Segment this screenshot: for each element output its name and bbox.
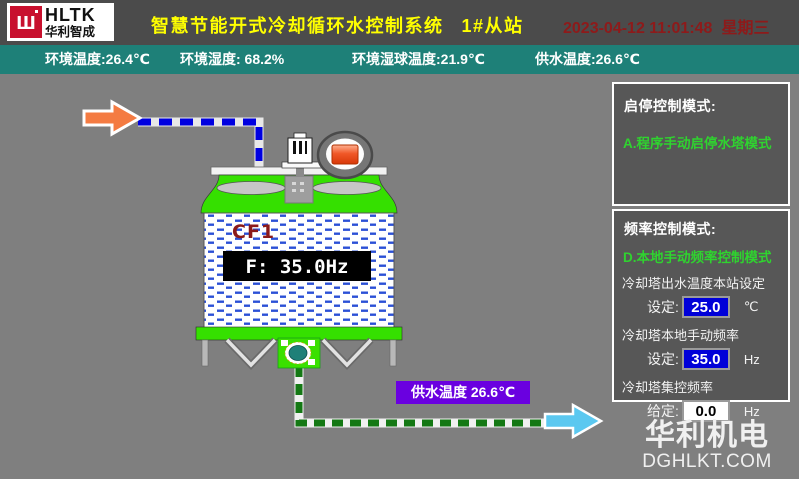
outlet-pipe [294,366,548,428]
inlet-arrow-icon [82,99,144,137]
start-stop-mode: A.程序手动启停水塔模式 [623,136,772,151]
outlet-temp-set-label: 设定: [647,299,679,315]
process-canvas: CF1 F: 35.0Hz [0,74,799,479]
outlet-temp-row: 设定: 25.0 ℃ [614,292,788,318]
central-freq-unit: Hz [743,403,760,419]
central-freq-given-label: 给定: [647,403,679,419]
central-freq-given-field: 0.0 [681,400,730,422]
date-time: 2023-04-12 11:01:48 [563,20,713,37]
logo-text: HLTK 华利智成 [45,6,96,39]
local-freq-setpoint-field[interactable]: 35.0 [681,348,730,370]
frequency-mode-panel: 频率控制模式: D.本地手动频率控制模式 冷却塔出水温度本站设定 设定: 25.… [612,209,790,422]
system-title: 智慧节能开式冷却循环水控制系统 [151,16,444,36]
status-bar: 环境温度:26.4℃ 环境湿度: 68.2% 环境湿球温度:21.9℃ 供水温度… [0,45,799,74]
inlet-pipe [138,117,264,170]
hltk-logo-icon: ш [10,6,42,38]
vendor-name: 华利机电 [645,419,769,452]
weekday: 星期三 [721,20,770,37]
frequency-mode: D.本地手动频率控制模式 [623,250,772,265]
logo-company: 华利智成 [45,24,96,39]
start-stop-mode-panel: 启停控制模式: A.程序手动启停水塔模式 [612,82,790,206]
outlet-temp-setpoint-field[interactable]: 25.0 [681,296,730,318]
frequency-title: 频率控制模式: [624,221,717,237]
local-freq-label: 冷却塔本地手动频率 [622,328,740,343]
outlet-temp-setting-label: 冷却塔出水温度本站设定 [622,276,766,291]
start-stop-title: 启停控制模式: [624,98,717,114]
page-title: 智慧节能开式冷却循环水控制系统 1#从站 [151,12,524,38]
status-supply-water-temperature: 供水温度:26.6℃ [535,51,640,67]
company-logo: ш HLTK 华利智成 [7,3,114,41]
cooling-tower: CF1 F: 35.0Hz [195,132,403,371]
status-wet-bulb-temperature: 环境湿球温度:21.9℃ [352,51,485,67]
vendor-watermark: 华利机电 DGHLKT.COM [632,420,782,471]
local-freq-row: 设定: 35.0 Hz [614,344,788,370]
fan-icon [216,175,382,204]
stop-icon [331,144,359,165]
logo-abbr: HLTK [45,4,96,25]
outlet-temp-unit: ℃ [743,299,759,314]
datetime-display: 2023-04-12 11:01:48 星期三 [563,14,769,38]
pump-icon [277,337,321,369]
local-freq-set-label: 设定: [647,351,679,367]
process-diagram: CF1 F: 35.0Hz [82,99,604,440]
supply-temp-label: 供水温度 26.6℃ [396,381,530,404]
vendor-site: DGHLKT.COM [642,450,772,472]
status-ambient-humidity: 环境湿度: 68.2% [180,51,285,67]
stop-button[interactable] [316,130,374,180]
tower-name: CF1 [232,221,275,243]
central-freq-row: 给定: 0.0 Hz [614,396,788,422]
status-ambient-temperature: 环境温度:26.4℃ [45,51,150,67]
frequency-display: F: 35.0Hz [223,251,371,281]
station-name: 1#从站 [461,16,524,36]
local-freq-unit: Hz [743,351,760,367]
frequency-value: F: 35.0Hz [246,256,349,278]
central-freq-label: 冷却塔集控频率 [622,380,714,395]
header-bar: ш HLTK 华利智成 智慧节能开式冷却循环水控制系统 1#从站 2023-04-… [0,0,799,45]
outlet-arrow-icon [543,402,604,440]
